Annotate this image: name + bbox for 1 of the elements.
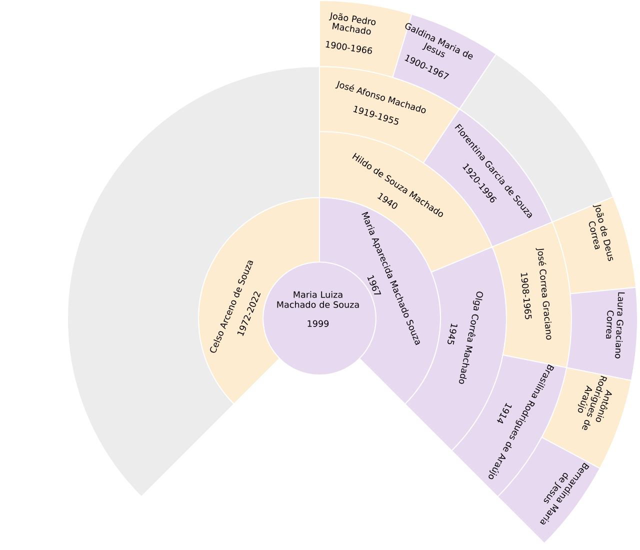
node-label: João de Deus Correa [588, 204, 614, 262]
